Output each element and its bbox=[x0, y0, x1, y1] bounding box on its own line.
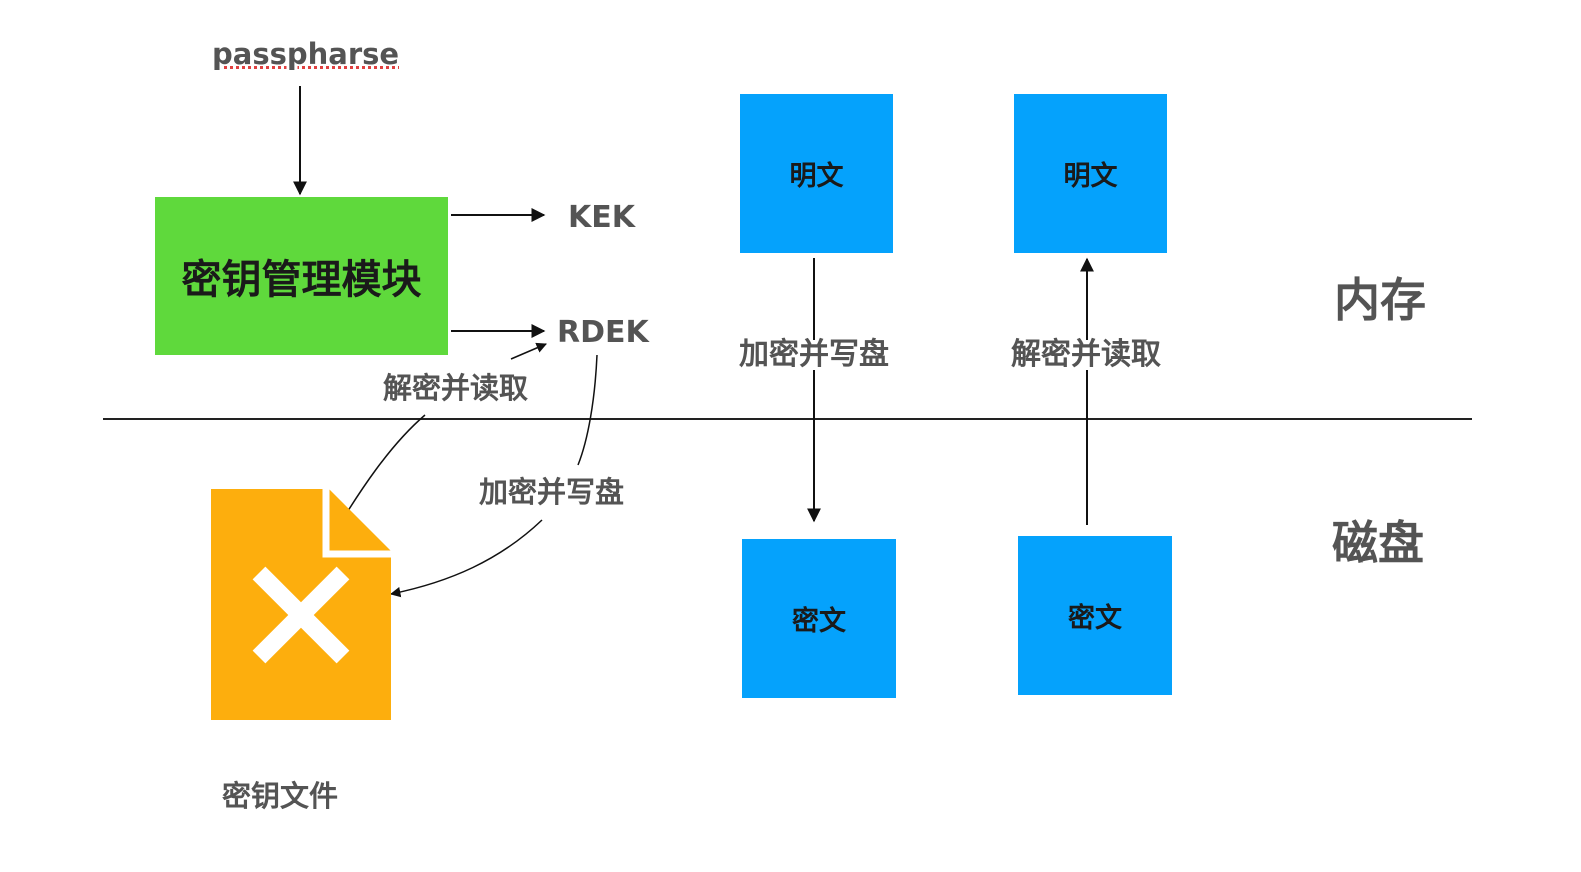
ciphertext-block-2-label: 密文 bbox=[1068, 603, 1122, 634]
key-file-label: 密钥文件 bbox=[222, 779, 339, 813]
plaintext-block-1-label: 明文 bbox=[789, 161, 844, 192]
key-management-module: 密钥管理模块 bbox=[155, 197, 448, 355]
rdek-label: RDEK bbox=[557, 315, 649, 350]
kek-label: KEK bbox=[568, 200, 635, 235]
key-management-module-label: 密钥管理模块 bbox=[181, 257, 422, 303]
decrypt-read-label: 解密并读取 bbox=[1011, 337, 1161, 372]
encrypt-write-curve-upper bbox=[577, 354, 598, 466]
encrypt-write-label: 加密并写盘 bbox=[739, 337, 889, 372]
key-file-decrypt-read-label: 解密并读取 bbox=[383, 371, 529, 405]
disk-region-label: 磁盘 bbox=[1332, 516, 1424, 570]
memory-region-label: 内存 bbox=[1334, 273, 1426, 327]
ciphertext-block-2: 密文 bbox=[1018, 536, 1172, 695]
ciphertext-block-1: 密文 bbox=[742, 539, 896, 698]
passphrase-label: passpharse bbox=[212, 37, 400, 71]
decrypt-read-arrow bbox=[510, 342, 547, 360]
key-file-icon bbox=[211, 489, 391, 720]
ciphertext-block-1-label: 密文 bbox=[792, 606, 846, 637]
close-x-icon bbox=[252, 566, 350, 664]
key-file-encrypt-write-label: 加密并写盘 bbox=[479, 475, 625, 509]
plaintext-block-2: 明文 bbox=[1014, 94, 1167, 253]
plaintext-block-1: 明文 bbox=[740, 94, 893, 253]
plaintext-block-2-label: 明文 bbox=[1063, 161, 1118, 192]
encrypt-write-curve-lower bbox=[389, 519, 543, 598]
